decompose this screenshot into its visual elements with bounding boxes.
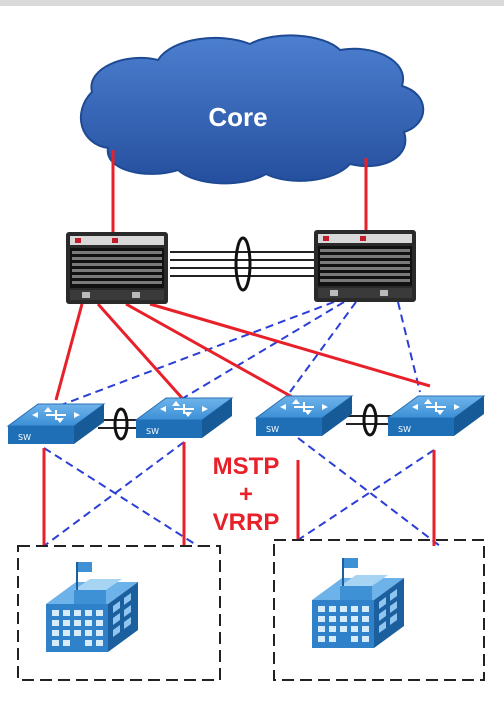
campus-area-right <box>273 539 485 681</box>
stack-indicator-right <box>362 403 378 437</box>
access-switch-3: SW <box>255 395 353 437</box>
switch-label: SW <box>146 427 159 436</box>
switch-label: SW <box>18 433 31 442</box>
switch-label: SW <box>398 425 411 434</box>
protocol-label-line1: MSTP <box>213 453 280 480</box>
top-bar <box>0 0 504 6</box>
aggregation-switch-left <box>66 232 168 304</box>
access-switch-1: SW <box>7 403 105 445</box>
building-icon-right <box>312 558 404 648</box>
core-cloud <box>79 34 425 185</box>
lag-indicator <box>234 236 252 292</box>
core-uplinks <box>111 150 368 234</box>
protocol-label-line3: VRRP <box>213 509 280 536</box>
campus-area-left <box>17 545 221 681</box>
building-icon-left <box>46 562 138 652</box>
aggregation-trunk <box>170 251 316 277</box>
switch-label: SW <box>266 425 279 434</box>
stack-indicator-left <box>113 407 129 441</box>
access-switch-4: SW <box>387 395 485 437</box>
protocol-label-line2: + <box>239 481 253 508</box>
backup-links <box>43 301 441 547</box>
primary-links <box>42 302 436 546</box>
access-switch-2: SW <box>135 397 233 439</box>
aggregation-switch-right <box>314 230 416 302</box>
core-label: Core <box>208 102 267 132</box>
